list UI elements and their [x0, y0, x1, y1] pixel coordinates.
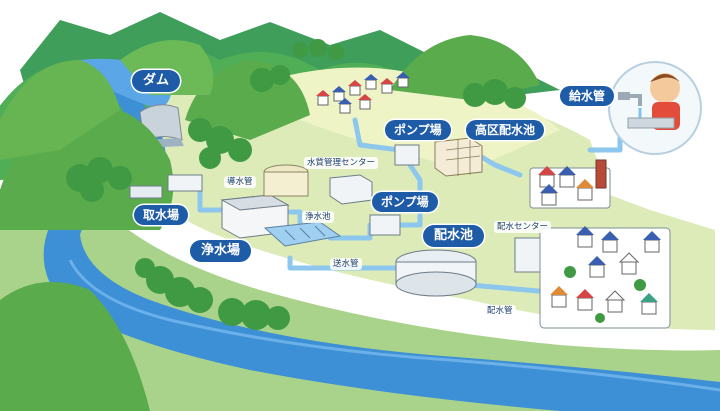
- label-raw-water-pipe: 導水管: [224, 176, 256, 188]
- label-pump-station-mid: ポンプ場: [372, 192, 438, 212]
- river: [43, 65, 720, 411]
- label-distribution-pipe: 配水管: [484, 305, 516, 317]
- label-distribution-reservoir: 配水池: [423, 225, 485, 247]
- label-water-treatment-plant: 浄水場: [190, 240, 252, 262]
- facilities: [129, 137, 548, 297]
- river-highlight: [68, 259, 720, 392]
- right-village: [529, 159, 611, 209]
- label-service-pipe: 給水管: [560, 86, 615, 106]
- lower-right-village: [539, 226, 671, 329]
- label-transmission-pipe: 送水管: [330, 258, 362, 270]
- label-high-zone-reservoir: 高区配水池: [466, 120, 545, 140]
- foreground-land: [0, 210, 720, 411]
- label-pump-station-top: ポンプ場: [385, 120, 451, 140]
- tree-clusters: [66, 39, 526, 330]
- label-dam: ダム: [132, 70, 181, 92]
- label-clean-water-basin: 浄水池: [302, 211, 334, 223]
- label-distribution-center: 配水センター: [494, 221, 552, 233]
- label-intake-station: 取水場: [134, 205, 189, 225]
- label-water-quality-center: 水質管理センター: [304, 157, 379, 169]
- top-village: [316, 72, 410, 114]
- faucet-child-inset: [608, 61, 702, 155]
